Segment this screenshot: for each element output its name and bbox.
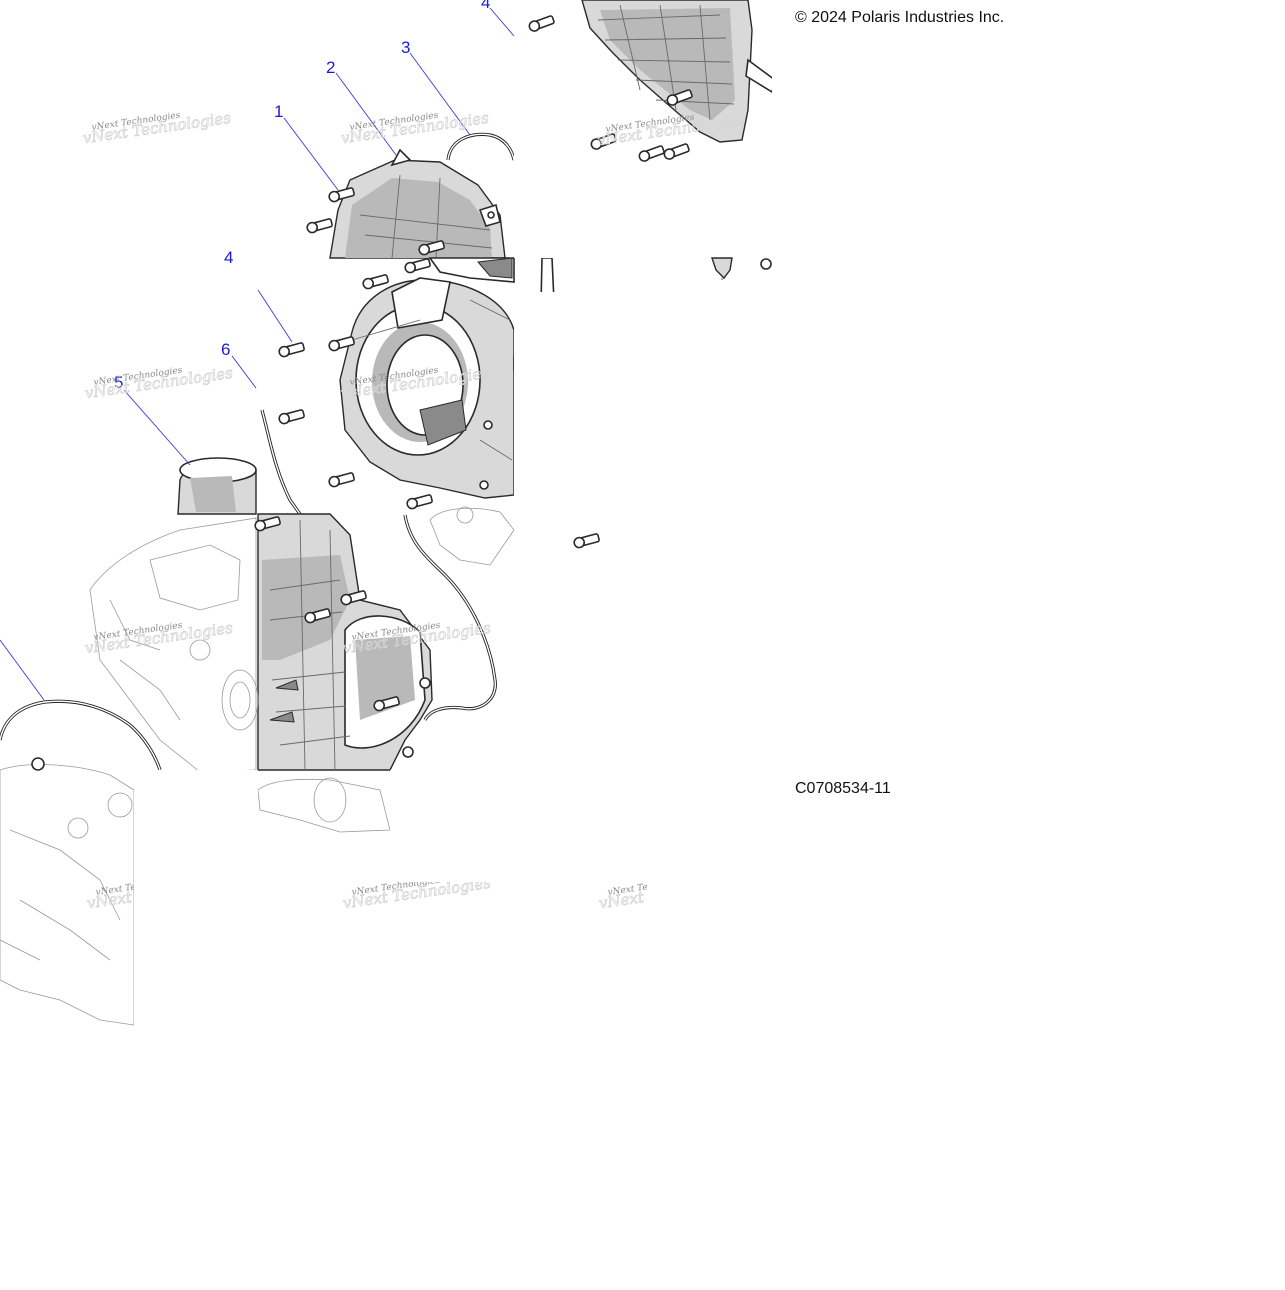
gasket-left-edge xyxy=(260,409,302,515)
intake-duct-5 xyxy=(177,457,257,515)
inner-cover xyxy=(339,277,515,499)
mounting-bracket xyxy=(428,203,515,283)
callout-6: 6 xyxy=(221,340,230,359)
clip-7 xyxy=(711,257,733,280)
copyright-notice: © 2024 Polaris Industries Inc. xyxy=(795,9,1005,26)
bolts xyxy=(254,15,772,758)
gasket-bottom-left xyxy=(0,699,162,771)
gasket-tab xyxy=(31,757,45,771)
callout-1: 1 xyxy=(274,102,283,121)
callout-2: 2 xyxy=(326,58,335,77)
leader-lines xyxy=(0,7,723,701)
callout-4-top: 4 xyxy=(481,0,490,12)
drawing-number: C0708534-11 xyxy=(795,780,891,797)
callout-4-mid: 4 xyxy=(224,248,233,267)
outer-cover-top xyxy=(581,0,776,143)
callout-5: 5 xyxy=(114,373,123,392)
engine-crankcase xyxy=(0,506,515,1026)
callout-3: 3 xyxy=(401,38,410,57)
gasket-3 xyxy=(446,132,516,161)
outer-cover-2 xyxy=(329,148,506,259)
